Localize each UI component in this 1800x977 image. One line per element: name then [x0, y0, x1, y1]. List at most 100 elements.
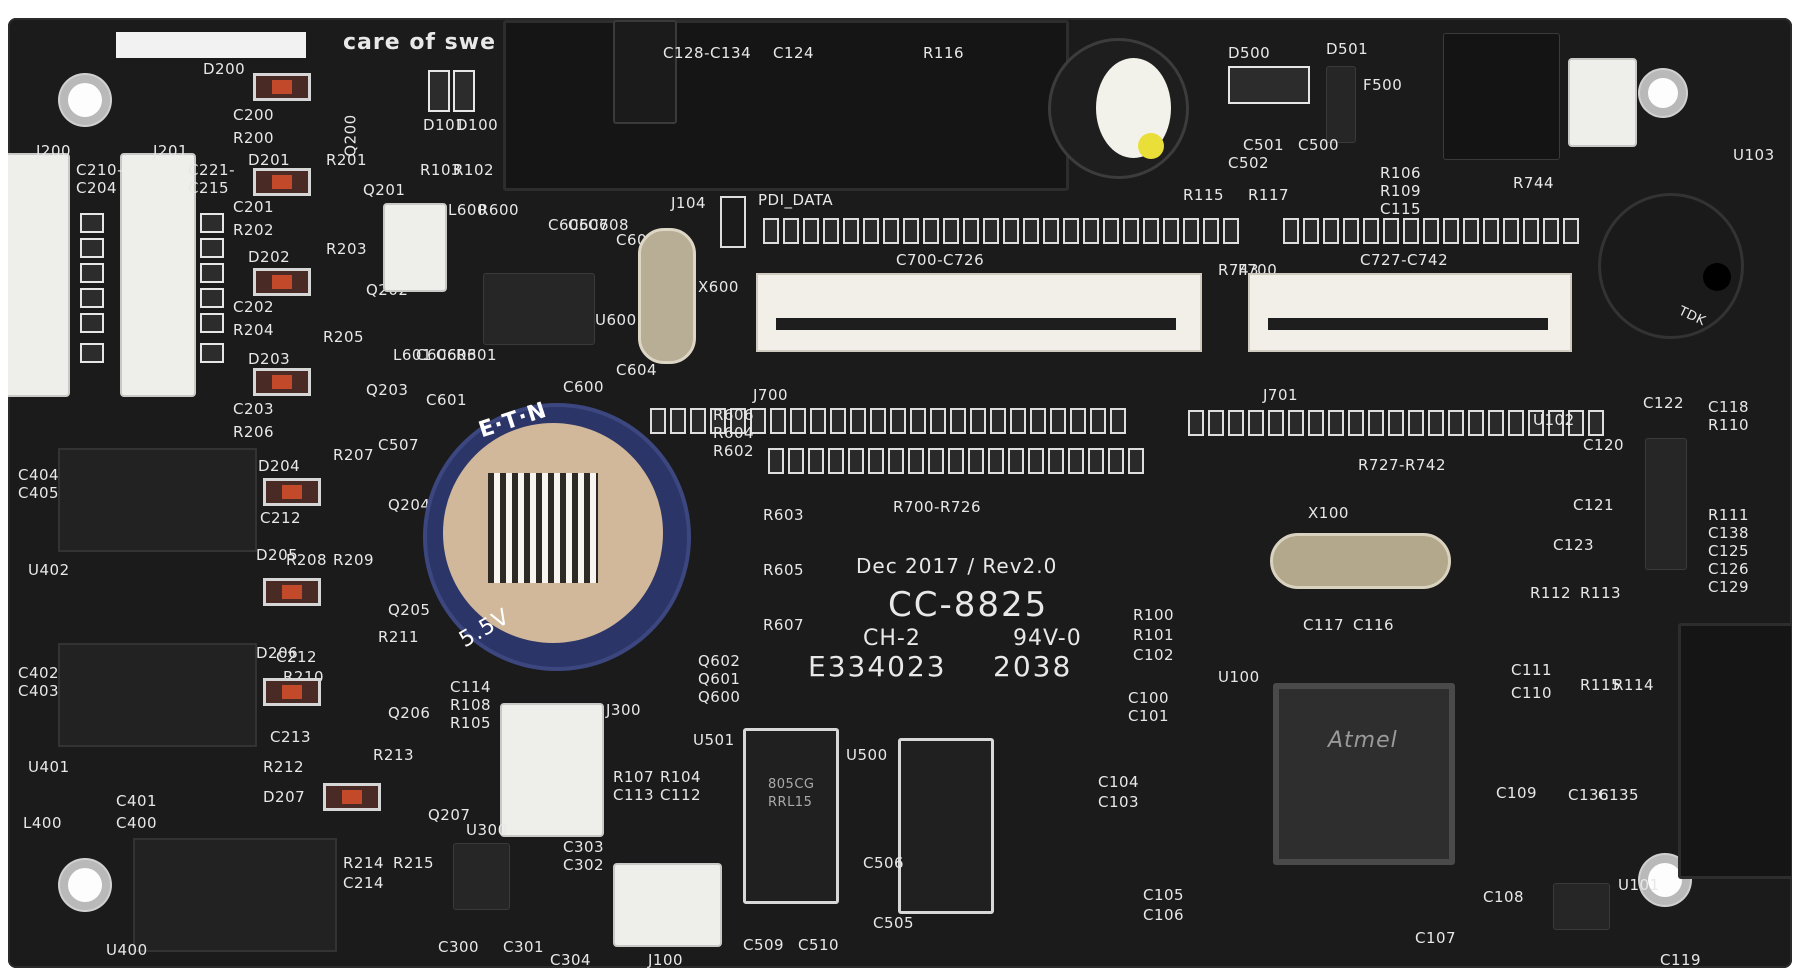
- label-r603: R603: [763, 506, 805, 524]
- label-u100: U100: [1218, 668, 1260, 686]
- label-f500: F500: [1363, 76, 1403, 94]
- label-c502: C502: [1228, 154, 1270, 172]
- label-c136: C136: [1568, 786, 1610, 804]
- board-ul-file: E334023: [808, 650, 947, 683]
- label-c604: C604: [616, 361, 658, 379]
- label-r104: R104: [660, 768, 702, 786]
- ffc-connector-j700: [756, 273, 1202, 352]
- label-r606: R606: [713, 406, 755, 424]
- label-j700: J700: [753, 386, 789, 404]
- label-r105: R105: [450, 714, 492, 732]
- label-r607: R607: [763, 616, 805, 634]
- label-r114: R114: [1613, 676, 1655, 694]
- regulator-u501-text: 805CG: [768, 777, 815, 792]
- label-c210: C210-: [76, 161, 124, 179]
- label-u103: U103: [1733, 146, 1775, 164]
- diode-d100: [453, 70, 475, 112]
- label-j201: J201: [153, 142, 189, 160]
- label-c221: C221-: [188, 161, 236, 179]
- label-c105: C105: [1143, 886, 1185, 904]
- label-c104: C104: [1098, 773, 1140, 791]
- label-d101: D101: [423, 116, 466, 134]
- label-r600: R600: [478, 201, 520, 219]
- label-c402: C402: [18, 664, 60, 682]
- label-r209: R209: [333, 551, 375, 569]
- label-c606: C606: [416, 346, 458, 364]
- label-r207: R207: [333, 446, 375, 464]
- label-c304: C304: [550, 951, 592, 968]
- cap-column-mid-5: [200, 313, 224, 333]
- label-r111: R111: [1708, 506, 1750, 524]
- label-q601: Q601: [698, 670, 741, 688]
- label-r204: R204: [233, 321, 275, 339]
- label-c116: C116: [1353, 616, 1395, 634]
- label-q602: Q602: [698, 652, 741, 670]
- label-c124: C124: [773, 44, 815, 62]
- label-c120: C120: [1583, 436, 1625, 454]
- label-r214: R214: [343, 854, 385, 872]
- label-u102: U102: [1533, 411, 1575, 429]
- label-c107: C107: [1415, 929, 1457, 947]
- label-c122: C122: [1643, 394, 1685, 412]
- idc-header-latch: [613, 20, 677, 124]
- pcb-board: care of swe J200 J201 C210- C204 C221- C…: [8, 18, 1792, 968]
- cap-column-mid-4: [200, 288, 224, 308]
- label-d501: D501: [1326, 40, 1369, 58]
- diode-d206: [263, 578, 321, 606]
- label-c129: C129: [1708, 578, 1750, 596]
- label-q206: Q206: [388, 704, 431, 722]
- cap-column-mid-3: [200, 263, 224, 283]
- label-c700: C700-C726: [896, 251, 985, 269]
- resistor-array-row2: [768, 448, 1144, 474]
- label-d205: D205: [256, 546, 299, 564]
- label-c202: C202: [233, 298, 275, 316]
- label-c405: C405: [18, 484, 60, 502]
- label-c510: C510: [798, 936, 840, 954]
- label-r116: R116: [923, 44, 965, 62]
- label-l600: L600: [448, 201, 487, 219]
- label-u101: U101: [1618, 876, 1660, 894]
- label-c121: C121: [1573, 496, 1615, 514]
- label-d207: D207: [263, 788, 306, 806]
- label-c607: C607: [568, 216, 610, 234]
- label-c303: C303: [563, 838, 605, 856]
- cap-column-mid-1: [200, 213, 224, 233]
- supercapacitor-datamatrix: [488, 473, 598, 583]
- label-d100: D100: [456, 116, 499, 134]
- label-c115: C115: [1380, 200, 1422, 218]
- label-blank-sticker: [116, 32, 306, 58]
- label-u500: U500: [846, 746, 888, 764]
- label-j100: J100: [648, 951, 684, 968]
- label-r106: R106: [1380, 164, 1422, 182]
- label-q203: Q203: [366, 381, 409, 399]
- label-j701: J701: [1263, 386, 1299, 404]
- diode-d101: [428, 70, 450, 112]
- board-date-revision: Dec 2017 / Rev2.0: [856, 554, 1058, 578]
- label-c213: C213: [270, 728, 312, 746]
- label-q205: Q205: [388, 601, 431, 619]
- label-c603: C603: [436, 346, 478, 364]
- label-c117: C117: [1303, 616, 1345, 634]
- label-r744: R744: [1513, 174, 1555, 192]
- cap-column-left-6: [80, 343, 104, 363]
- mounting-hole-top-right: [1648, 78, 1678, 108]
- label-r115: R115: [1183, 186, 1225, 204]
- label-j200: J200: [36, 142, 72, 160]
- label-c507: C507: [378, 436, 420, 454]
- label-r211: R211: [378, 628, 420, 646]
- label-c110: C110: [1511, 684, 1553, 702]
- ic-u300: [453, 843, 510, 910]
- label-c608: C608: [588, 216, 630, 234]
- label-c114: C114: [450, 678, 492, 696]
- connector-j300: [500, 703, 604, 837]
- label-d206: D206: [256, 644, 299, 662]
- label-c200: C200: [233, 106, 275, 124]
- label-c400: C400: [116, 814, 158, 832]
- brand-logo: care of swe: [343, 30, 497, 55]
- ic-u102: [1645, 438, 1687, 570]
- diode-d202: [253, 268, 311, 296]
- cap-column-mid-2: [200, 238, 224, 258]
- pdi-header: [720, 196, 746, 248]
- label-r100: R100: [1133, 606, 1175, 624]
- cap-column-left-2: [80, 238, 104, 258]
